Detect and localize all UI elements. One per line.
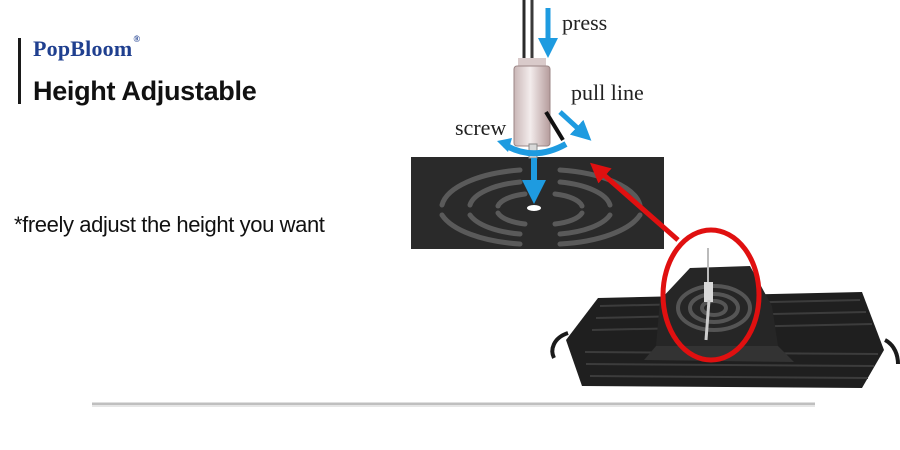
grow-light-fixture	[550, 248, 900, 388]
pull-line-arrow	[558, 110, 592, 141]
header-accent-bar	[18, 38, 21, 104]
hanger-assembly	[513, 0, 565, 159]
brand-logo: PopBloom®	[33, 34, 141, 61]
feature-caption: *freely adjust the height you want	[14, 212, 325, 237]
screw-rotation-arrow	[497, 138, 568, 157]
closeup-panel	[411, 157, 664, 249]
screw-label: screw	[455, 115, 507, 140]
base-shadow-line	[92, 402, 815, 407]
page-title: Height Adjustable	[33, 76, 257, 106]
pull-line-label: pull line	[571, 80, 644, 105]
highlight-callout	[589, 162, 762, 363]
press-label: press	[562, 10, 608, 35]
